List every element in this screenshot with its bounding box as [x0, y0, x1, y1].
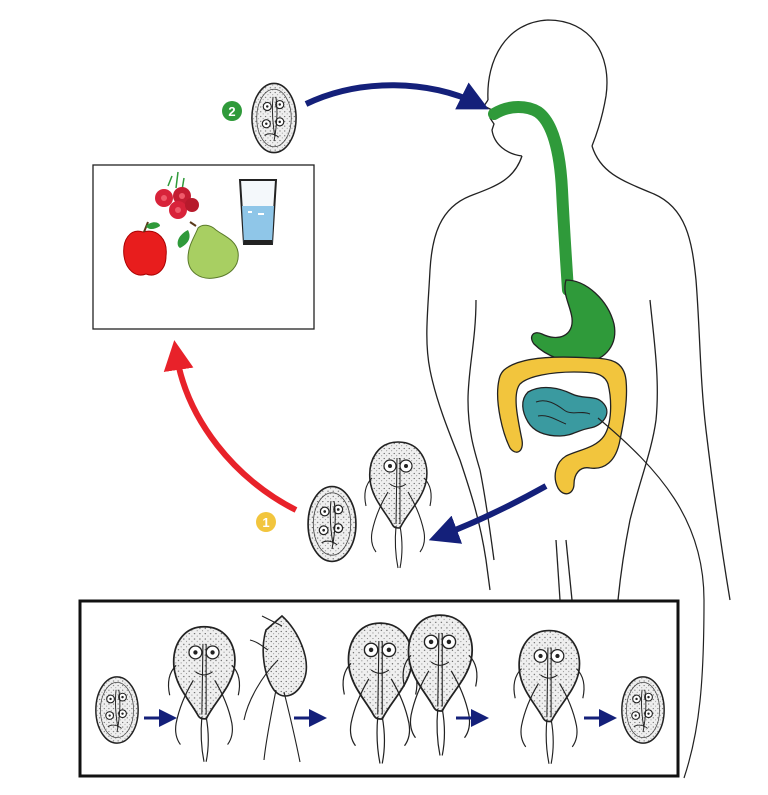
esophagus [488, 101, 574, 296]
intestinal-cycle-panel [78, 599, 680, 778]
excretion-arrow [428, 483, 548, 544]
step-badge-2: 2 [222, 101, 242, 121]
raspberries-icon [155, 171, 199, 219]
water-glass-icon [238, 179, 278, 245]
apple-icon [123, 221, 167, 276]
step-badge-1: 1 [256, 512, 276, 532]
ingested-cyst [251, 82, 297, 154]
large-intestine [496, 356, 628, 495]
step-badge-1-label: 1 [262, 515, 269, 530]
cycle-cyst-start [94, 676, 140, 744]
cycle-cyst-end [620, 676, 666, 744]
stomach [530, 279, 616, 363]
step-badge-2-label: 2 [228, 104, 235, 119]
ingestion-arrow [304, 82, 489, 110]
excreted-trophozoite [364, 441, 432, 569]
excreted-cyst [307, 485, 357, 563]
environment-arrow [163, 340, 298, 513]
magnification-line [597, 417, 705, 779]
pear-icon [177, 221, 239, 279]
small-intestine [522, 386, 608, 437]
digestive-tract [488, 101, 628, 495]
human-body-outline [426, 19, 731, 601]
side-view-trophozoite [243, 614, 308, 763]
contaminated-food-water-box [92, 164, 315, 330]
